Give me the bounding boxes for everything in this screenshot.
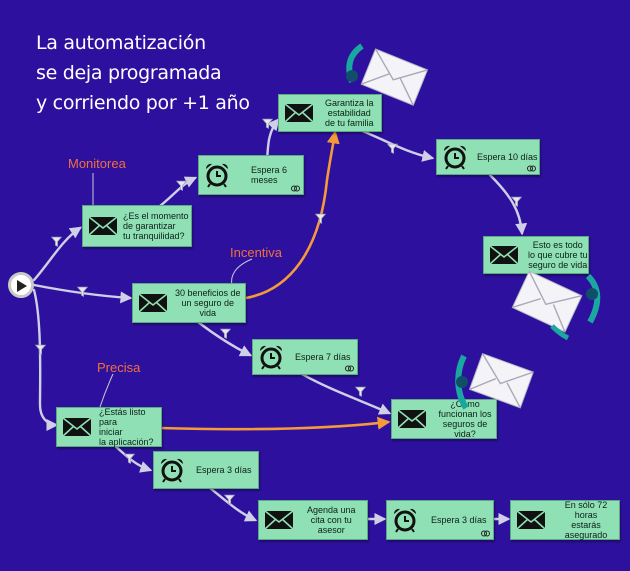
email-node-estabilidad[interactable]: Garantiza la estabilidad de tu familia bbox=[278, 94, 382, 132]
note-pointer-precisa bbox=[99, 373, 114, 408]
envelope-icon bbox=[138, 293, 168, 313]
headline-line-1: La automatización bbox=[36, 32, 206, 54]
note-pointer-incentiva bbox=[231, 258, 253, 286]
flying-envelope-icon bbox=[346, 43, 429, 106]
connector-3-dias-a-to-agenda bbox=[208, 486, 258, 522]
node-label: Espera 3 días bbox=[431, 515, 487, 525]
node-label: ¿Es el momento de garantizar tu tranquil… bbox=[123, 211, 189, 241]
alarm-clock-icon bbox=[443, 145, 467, 170]
connector-start-to-listo bbox=[32, 288, 59, 431]
envelope-icon bbox=[264, 510, 294, 530]
email-node-listo[interactable]: ¿Estás listo para iniciar la aplicación? bbox=[56, 407, 162, 447]
envelope-icon bbox=[397, 409, 427, 429]
alarm-clock-icon bbox=[259, 345, 283, 370]
note-precisa: Precisa bbox=[97, 360, 141, 375]
email-node-agenda[interactable]: Agenda una cita con tu asesor bbox=[258, 500, 368, 540]
email-node-72-horas[interactable]: En sólo 72 horas estarás asegurado bbox=[510, 500, 620, 540]
connector-30-beneficios-to-estabilidad bbox=[244, 130, 340, 300]
envelope-icon bbox=[284, 103, 314, 123]
email-node-tranquilidad[interactable]: ¿Es el momento de garantizar tu tranquil… bbox=[82, 205, 192, 247]
email-node-esto-es-todo[interactable]: Esto es todo lo que cubre tu seguro de v… bbox=[483, 236, 589, 274]
envelope-icon bbox=[88, 216, 118, 236]
alarm-clock-icon bbox=[393, 508, 417, 533]
play-icon bbox=[17, 280, 27, 292]
filter-icon bbox=[262, 118, 273, 129]
wait-node-7-dias[interactable]: Espera 7 días bbox=[252, 339, 358, 375]
connector-10-dias-to-esto-es-todo bbox=[488, 173, 528, 236]
connector-listo-to-como-funcionan bbox=[158, 416, 391, 431]
email-node-30-beneficios[interactable]: 30 beneficios de un seguro de vida bbox=[132, 283, 246, 323]
node-label: Espera 10 días bbox=[477, 152, 538, 162]
link-icon bbox=[481, 530, 490, 537]
link-icon bbox=[527, 165, 536, 172]
node-label: Espera 3 días bbox=[196, 465, 252, 475]
filter-icon bbox=[35, 344, 46, 355]
wait-node-6-meses[interactable]: Espera 6 meses bbox=[198, 155, 304, 195]
connector-30-beneficios-to-7-dias bbox=[196, 320, 253, 357]
filter-icon bbox=[315, 213, 326, 224]
envelope-icon bbox=[516, 510, 546, 530]
connector-start-to-tranquilidad bbox=[32, 226, 82, 282]
connector-start-to-30-beneficios bbox=[32, 283, 133, 304]
filter-icon bbox=[220, 328, 231, 339]
node-label: ¿Estás listo para iniciar la aplicación? bbox=[99, 407, 154, 447]
headline-line-2: se deja programada bbox=[36, 62, 222, 84]
filter-icon bbox=[355, 386, 366, 397]
link-icon bbox=[345, 365, 354, 372]
filter-icon bbox=[51, 236, 62, 247]
link-icon bbox=[291, 185, 300, 192]
start-trigger-button[interactable] bbox=[8, 272, 34, 298]
flying-envelope-icon bbox=[511, 270, 601, 340]
headline-line-3: y corriendo por +1 año bbox=[36, 92, 250, 114]
node-label: Agenda una cita con tu asesor bbox=[307, 505, 356, 535]
wait-node-10-dias[interactable]: Espera 10 días bbox=[436, 139, 540, 175]
note-incentiva: Incentiva bbox=[230, 245, 283, 260]
wait-node-3-dias-b[interactable]: Espera 3 días bbox=[386, 500, 494, 540]
alarm-clock-icon bbox=[160, 458, 184, 483]
headline: La automatización se deja programada y c… bbox=[36, 28, 276, 118]
node-label: Espera 6 meses bbox=[251, 165, 288, 185]
filter-icon bbox=[387, 143, 398, 154]
node-label: Garantiza la estabilidad de tu familia bbox=[325, 98, 374, 128]
node-label: En sólo 72 horas estarás asegurado bbox=[564, 500, 608, 540]
alarm-clock-icon bbox=[205, 163, 229, 188]
note-monitorea: Monitorea bbox=[68, 156, 126, 171]
node-label: Espera 7 días bbox=[295, 352, 351, 362]
email-node-como-funcionan[interactable]: ¿Cómo funcionan los seguros de vida? bbox=[391, 399, 497, 439]
node-label: Esto es todo lo que cubre tu seguro de v… bbox=[528, 240, 588, 270]
node-label: 30 beneficios de un seguro de vida bbox=[175, 288, 241, 318]
envelope-icon bbox=[489, 245, 519, 265]
connector-7-dias-to-como-funcionan bbox=[298, 371, 392, 415]
wait-node-3-dias-a[interactable]: Espera 3 días bbox=[153, 451, 259, 489]
envelope-icon bbox=[62, 417, 92, 437]
flying-envelope-icon bbox=[455, 352, 534, 410]
